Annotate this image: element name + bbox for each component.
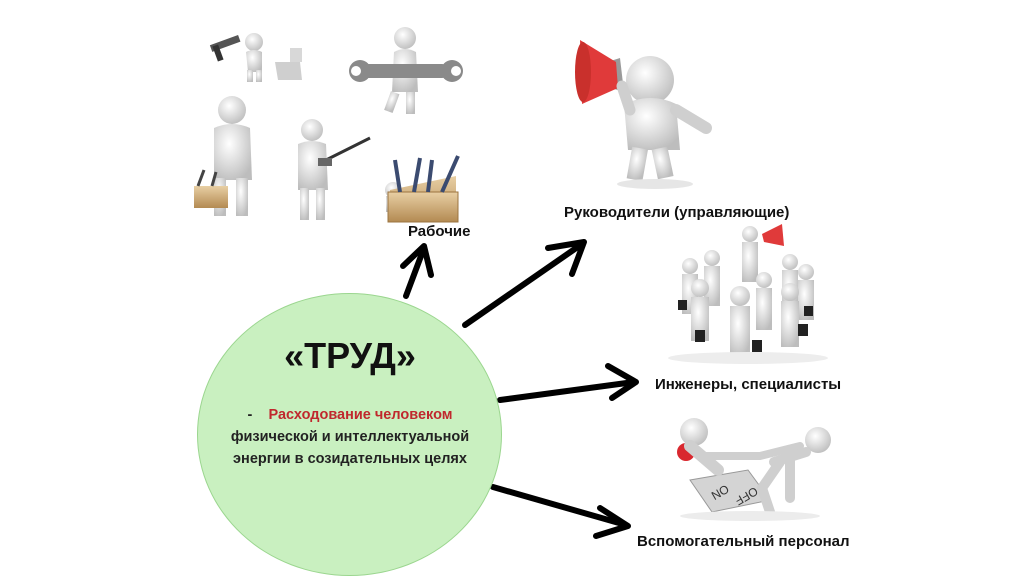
- definition-dash: -: [248, 407, 253, 423]
- workers-illustration: [194, 27, 463, 222]
- definition-line-2: физической и интеллектуальной: [205, 426, 495, 448]
- worker-wrench-figure: [349, 27, 463, 114]
- arrow-to-managers: [465, 242, 584, 325]
- definition-line-1: - Расходование человеком: [205, 404, 495, 426]
- definition-text-1: Расходование человеком: [268, 407, 452, 423]
- label-engineers: Инженеры, специалисты: [655, 376, 841, 393]
- manager-megaphone-illustration: [575, 40, 706, 189]
- arrow-to-support: [493, 487, 628, 536]
- labor-definition: - Расходование человеком физической и ин…: [205, 404, 495, 470]
- label-managers: Руководители (управляющие): [564, 204, 789, 221]
- arrow-to-engineers: [500, 366, 636, 400]
- worker-screwdriver-figure: [298, 119, 370, 220]
- engineers-group-illustration: [668, 224, 828, 364]
- worker-hammer-figure: [210, 33, 302, 82]
- support-staff-illustration: ON OFF: [677, 418, 831, 521]
- worker-toolbox-figure: [194, 96, 252, 216]
- definition-line-3: энергии в созидательных целях: [205, 448, 495, 470]
- arrow-to-workers: [403, 246, 431, 296]
- toolbox-with-tools: [385, 156, 458, 222]
- label-workers: Рабочие: [408, 223, 470, 240]
- diagram-title: «ТРУД»: [265, 335, 435, 377]
- label-support-staff: Вспомогательный персонал: [637, 533, 850, 550]
